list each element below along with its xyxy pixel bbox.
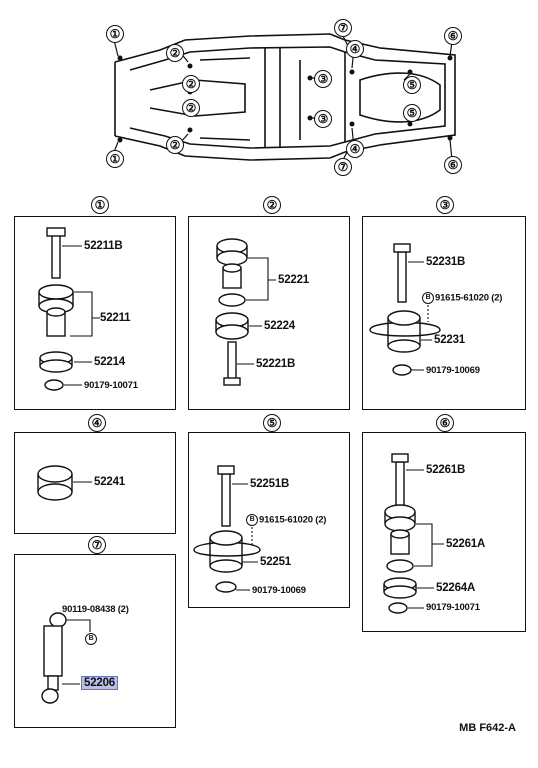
section-5-box bbox=[188, 432, 350, 608]
frame-callout-7-top: ⑦ bbox=[334, 19, 352, 37]
frame-callout-2-b: ② bbox=[182, 75, 200, 93]
part-label-52206-highlighted[interactable]: 52206 bbox=[81, 676, 118, 690]
part-label-52251[interactable]: 52251 bbox=[260, 556, 291, 568]
frame-callout-1-top: ① bbox=[106, 25, 124, 43]
part-label-90119-08438[interactable]: 90119-08438 (2) bbox=[62, 604, 129, 615]
part-label-52231B[interactable]: 52231B bbox=[426, 256, 466, 268]
part-label-52221[interactable]: 52221 bbox=[278, 274, 309, 286]
frame-callout-6-top: ⑥ bbox=[444, 27, 462, 45]
frame-callout-4-bottom: ④ bbox=[346, 140, 364, 158]
frame-callout-3-bottom: ③ bbox=[314, 110, 332, 128]
part-label-52261B[interactable]: 52261B bbox=[426, 464, 466, 476]
bolt-marker-icon: B bbox=[85, 633, 97, 645]
part-label-52251B[interactable]: 52251B bbox=[250, 478, 290, 490]
section-5-number: ⑤ bbox=[263, 414, 281, 432]
frame-callout-2-d: ② bbox=[166, 136, 184, 154]
section-6-number: ⑥ bbox=[436, 414, 454, 432]
part-label-52231[interactable]: 52231 bbox=[434, 334, 465, 346]
section-3-number: ③ bbox=[436, 196, 454, 214]
frame-callout-3-top: ③ bbox=[314, 70, 332, 88]
frame-callout-5-bottom: ⑤ bbox=[403, 104, 421, 122]
bolt-marker-icon: B bbox=[246, 514, 258, 526]
frame-callout-6-bottom: ⑥ bbox=[444, 156, 462, 174]
section-1-number: ① bbox=[91, 196, 109, 214]
bolt-marker-s7: B bbox=[85, 633, 98, 645]
part-label-90179-10071-s6[interactable]: 90179-10071 bbox=[426, 602, 480, 613]
frame-callout-7-bottom: ⑦ bbox=[334, 158, 352, 176]
section-4-box bbox=[14, 432, 176, 534]
section-6-box bbox=[362, 432, 526, 632]
part-label-52211B[interactable]: 52211B bbox=[84, 240, 123, 252]
part-label-90179-10069-s3[interactable]: 90179-10069 bbox=[426, 365, 480, 376]
part-label-52221B[interactable]: 52221B bbox=[256, 358, 296, 370]
part-label-52241[interactable]: 52241 bbox=[94, 476, 125, 488]
part-label-91615-61020-s3-text: 91615-61020 (2) bbox=[435, 292, 503, 304]
part-label-90179-10071-s1[interactable]: 90179-10071 bbox=[84, 380, 138, 391]
frame-callout-4-top: ④ bbox=[346, 40, 364, 58]
section-2-box bbox=[188, 216, 350, 410]
frame-callout-2-a: ② bbox=[166, 44, 184, 62]
part-label-52261A[interactable]: 52261A bbox=[446, 538, 486, 550]
part-label-52224[interactable]: 52224 bbox=[264, 320, 295, 332]
diagram-code: MB F642-A bbox=[459, 722, 516, 734]
frame-callout-5-top: ⑤ bbox=[403, 76, 421, 94]
section-2-number: ② bbox=[263, 196, 281, 214]
section-4-number: ④ bbox=[88, 414, 106, 432]
frame-callout-2-c: ② bbox=[182, 99, 200, 117]
part-label-52211[interactable]: 52211 bbox=[100, 312, 131, 324]
section-7-box bbox=[14, 554, 176, 728]
bolt-marker-icon: B bbox=[422, 292, 434, 304]
part-label-91615-61020-s5-text: 91615-61020 (2) bbox=[259, 514, 327, 526]
part-label-52214[interactable]: 52214 bbox=[94, 356, 125, 368]
part-label-90179-10069-s5[interactable]: 90179-10069 bbox=[252, 585, 306, 596]
section-3-box bbox=[362, 216, 526, 410]
section-7-number: ⑦ bbox=[88, 536, 106, 554]
section-1-box bbox=[14, 216, 176, 410]
frame-callout-1-bottom: ① bbox=[106, 150, 124, 168]
part-label-52264A[interactable]: 52264A bbox=[436, 582, 476, 594]
